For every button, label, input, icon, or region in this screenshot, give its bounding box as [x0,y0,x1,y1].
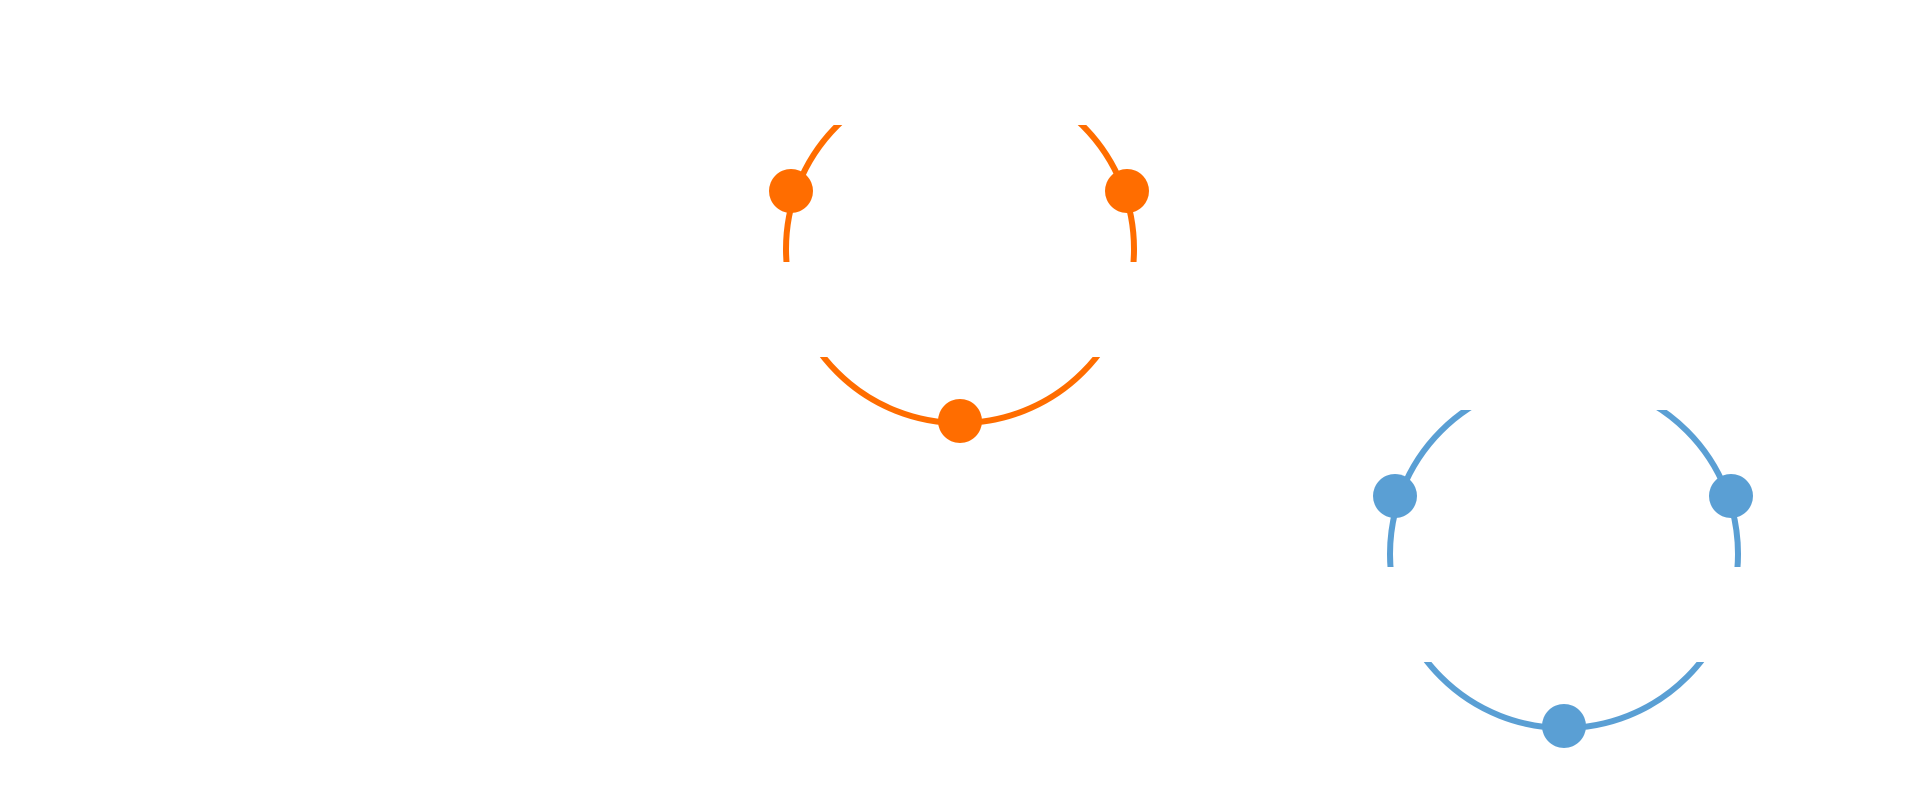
orange-ring-middle-gap [740,262,1190,357]
orange-ring-graphic [740,60,1190,443]
blue-ring-middle-gap [1340,567,1790,662]
orange-ring-top-gap [740,60,1190,125]
blue-node-bottom [1542,704,1586,748]
blue-ring-graphic [1340,360,1790,748]
orange-node-right [1105,169,1149,213]
orange-node-left [769,169,813,213]
blue-node-left [1373,474,1417,518]
orange-node-bottom [938,399,982,443]
orange-ring-arc [783,72,1137,426]
blue-ring-top-gap [1460,360,1668,410]
blue-node-right [1709,474,1753,518]
blue-ring-arc [1387,377,1741,731]
